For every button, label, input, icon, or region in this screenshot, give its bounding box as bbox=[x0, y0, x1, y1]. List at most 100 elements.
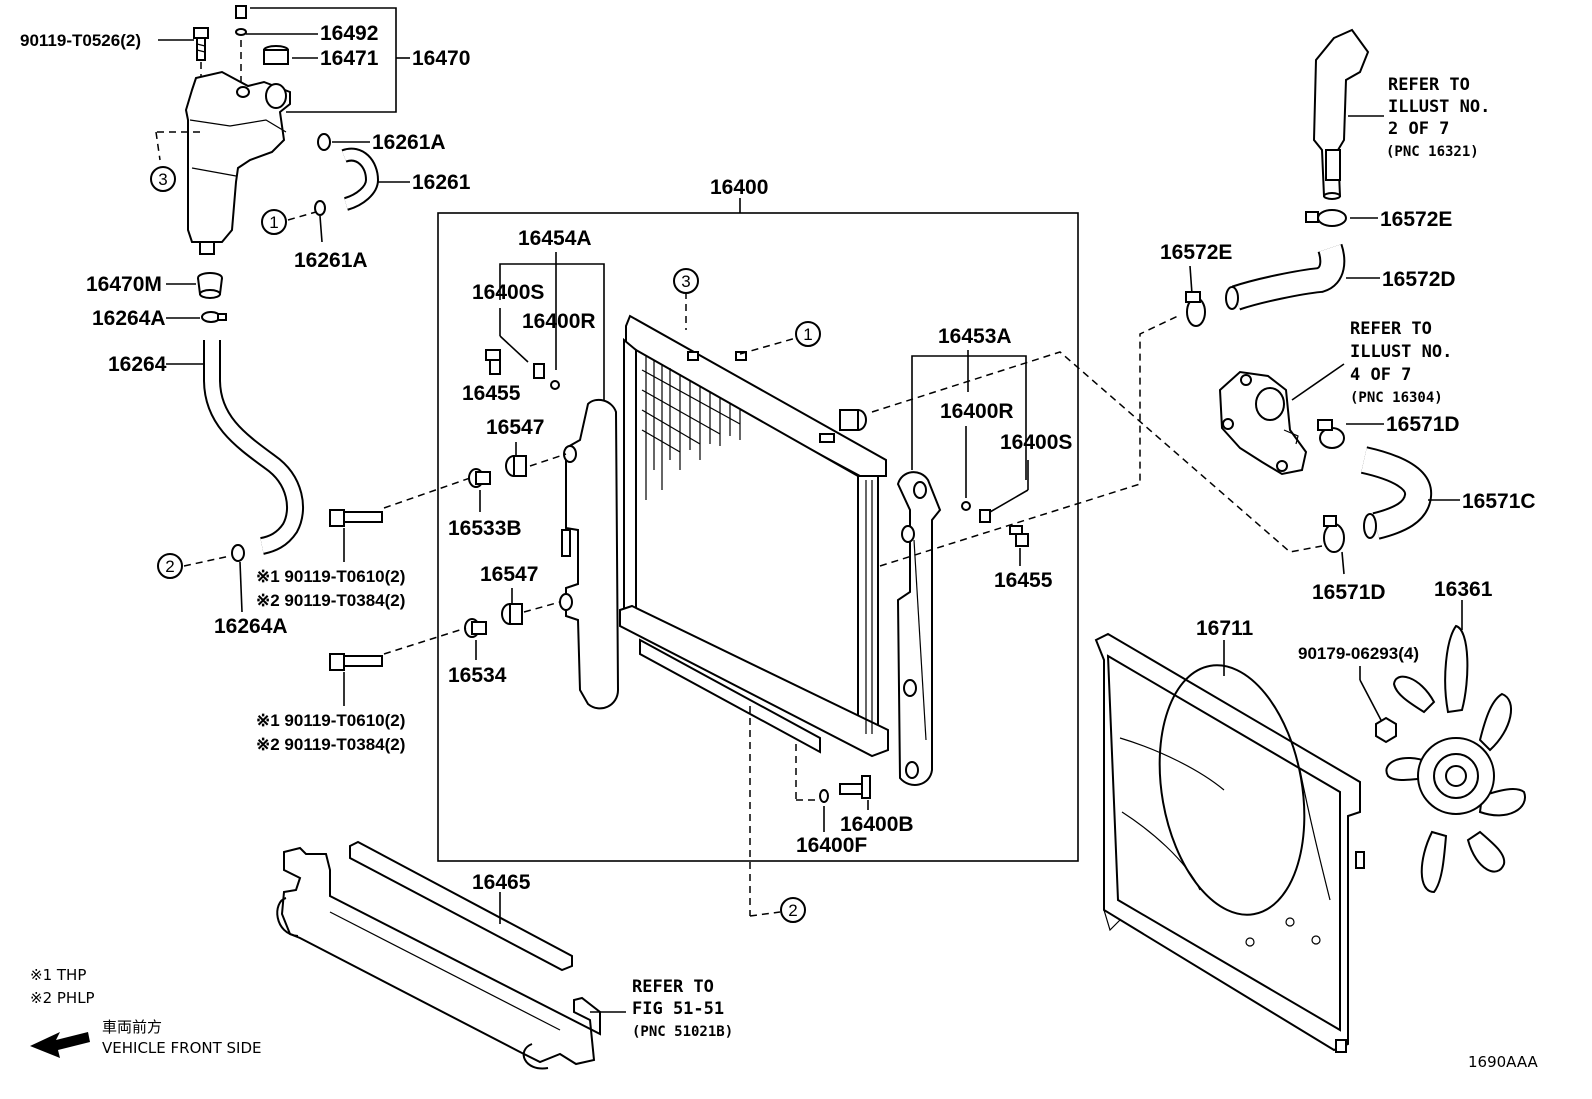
reservoir-cap bbox=[263, 45, 289, 65]
refer-note-1-line-3: 2 OF 7 bbox=[1388, 119, 1449, 139]
radiator-core bbox=[619, 314, 889, 758]
fan-shroud bbox=[1094, 632, 1365, 1053]
label-16465: 16465 bbox=[472, 871, 531, 894]
label-16400R-left: 16400R bbox=[522, 310, 596, 333]
refer-note-3-line-3: (PNC 51021B) bbox=[632, 1024, 733, 1040]
label-16400: 16400 bbox=[710, 176, 768, 199]
legend-front-jp: 車両前方 bbox=[102, 1018, 162, 1036]
label-16264A-bottom: 16264A bbox=[214, 615, 288, 638]
bolt-note-a2: ※2 90119-T0384(2) bbox=[256, 591, 405, 610]
radiator-assembly-box bbox=[437, 212, 1079, 862]
reservoir-bolt bbox=[193, 27, 209, 61]
label-16400F: 16400F bbox=[796, 834, 867, 857]
cushion-16547-b bbox=[501, 603, 523, 625]
hose-16261 bbox=[342, 149, 378, 209]
clamp-16264A-top bbox=[201, 311, 227, 323]
collar-16534 bbox=[464, 618, 487, 638]
drain-cock-16400B bbox=[839, 775, 871, 799]
label-16261A-top: 16261A bbox=[372, 131, 446, 154]
label-16454A: 16454A bbox=[518, 227, 592, 250]
callout-3-radiator: 3 bbox=[681, 272, 690, 291]
water-inlet-housing bbox=[1218, 370, 1308, 476]
callout-2-bottom: 2 bbox=[788, 901, 797, 920]
refer-note-2-line-3: 4 OF 7 bbox=[1350, 365, 1411, 385]
clamp-16264A-bottom bbox=[231, 544, 245, 562]
label-16572E-left: 16572E bbox=[1160, 241, 1232, 264]
label-16400R-right: 16400R bbox=[940, 400, 1014, 423]
vehicle-front-arrow-icon bbox=[30, 1032, 90, 1058]
label-16261A-bottom: 16261A bbox=[294, 249, 368, 272]
label-16711: 16711 bbox=[1196, 617, 1254, 640]
refer-note-1-line-1: REFER TO bbox=[1388, 75, 1470, 95]
label-90119-T0526: 90119-T0526(2) bbox=[20, 31, 141, 50]
bolt-note-a1: ※1 90119-T0610(2) bbox=[256, 567, 405, 586]
cushion-16547-a bbox=[505, 455, 527, 477]
label-16455-right: 16455 bbox=[994, 569, 1053, 592]
reservoir-tank bbox=[184, 70, 291, 243]
callout-circle-3-tank bbox=[150, 166, 176, 192]
reservoir-group: 3 bbox=[150, 5, 410, 255]
label-16571D-top: 16571D bbox=[1386, 413, 1460, 436]
refer-note-2-line-2: ILLUST NO. bbox=[1350, 342, 1452, 362]
bolt-upper bbox=[329, 509, 383, 527]
label-16400S-right: 16400S bbox=[1000, 431, 1072, 454]
bolt-16455-left bbox=[485, 349, 501, 375]
label-16547-a: 16547 bbox=[486, 416, 544, 439]
label-16533B: 16533B bbox=[448, 517, 522, 540]
legend-front-en: VEHICLE FRONT SIDE bbox=[102, 1039, 262, 1057]
callout-2-hose: 2 bbox=[165, 557, 174, 576]
reservoir-plug bbox=[235, 5, 247, 19]
label-16571C: 16571C bbox=[1462, 490, 1536, 513]
label-16471: 16471 bbox=[320, 47, 379, 70]
label-16470: 16470 bbox=[412, 47, 470, 70]
grommet-16470M bbox=[197, 272, 223, 299]
callout-3-tank: 3 bbox=[158, 170, 167, 189]
cooling-fan bbox=[1385, 624, 1526, 894]
clamp-16571D-bottom bbox=[1323, 515, 1345, 553]
label-16264: 16264 bbox=[108, 353, 167, 376]
clamp-16261A-top bbox=[317, 133, 370, 151]
bolt-note-b2: ※2 90119-T0384(2) bbox=[256, 735, 405, 754]
clamp-16572E-left bbox=[1185, 291, 1206, 327]
label-16400B: 16400B bbox=[840, 813, 914, 836]
label-16492: 16492 bbox=[320, 22, 378, 45]
callout-1-radiator: 1 bbox=[803, 325, 812, 344]
refer-note-2-line-4: (PNC 16304) bbox=[1350, 390, 1443, 406]
label-90179-06293: 90179-06293(4) bbox=[1298, 644, 1419, 663]
side-support-left bbox=[565, 398, 620, 710]
legend-thp: ※1 THP bbox=[30, 966, 86, 984]
label-16534: 16534 bbox=[448, 664, 507, 687]
seal-16465 bbox=[349, 840, 573, 972]
refer-note-1-line-4: (PNC 16321) bbox=[1386, 144, 1479, 160]
label-16470M: 16470M bbox=[86, 273, 162, 296]
label-16261: 16261 bbox=[412, 171, 471, 194]
label-16571D-bottom: 16571D bbox=[1312, 581, 1386, 604]
refer-note-3-line-2: FIG 51-51 bbox=[632, 999, 724, 1019]
label-16572E-top: 16572E bbox=[1380, 208, 1452, 231]
label-16455-left: 16455 bbox=[462, 382, 521, 405]
label-16264A-top: 16264A bbox=[92, 307, 166, 330]
hose-16571C bbox=[1361, 448, 1431, 538]
clamp-16571D-top bbox=[1317, 419, 1345, 449]
bolt-16455-right bbox=[1009, 525, 1029, 547]
figure-code: 1690AAA bbox=[1468, 1053, 1539, 1071]
refer-note-3-line-1: REFER TO bbox=[632, 977, 714, 997]
collar-16533B bbox=[468, 468, 491, 488]
bolt-note-b1: ※1 90119-T0610(2) bbox=[256, 711, 405, 730]
legend-phlp: ※2 PHLP bbox=[30, 989, 95, 1007]
bolt-lower bbox=[329, 653, 383, 671]
label-16400S-left: 16400S bbox=[472, 281, 544, 304]
lower-support-bracket bbox=[276, 846, 601, 1070]
clamp-16261A-bottom bbox=[314, 200, 326, 216]
label-16572D: 16572D bbox=[1382, 268, 1456, 291]
callout-1-tank: 1 bbox=[269, 213, 278, 232]
refer-note-2-line-1: REFER TO bbox=[1350, 319, 1432, 339]
fan-nut bbox=[1375, 716, 1397, 744]
label-16547-b: 16547 bbox=[480, 563, 538, 586]
upper-outlet-pipe bbox=[1312, 28, 1370, 200]
hose-16264 bbox=[205, 340, 303, 553]
label-16361: 16361 bbox=[1434, 578, 1493, 601]
clamp-16572E-top bbox=[1305, 209, 1347, 227]
label-16453A: 16453A bbox=[938, 325, 1012, 348]
